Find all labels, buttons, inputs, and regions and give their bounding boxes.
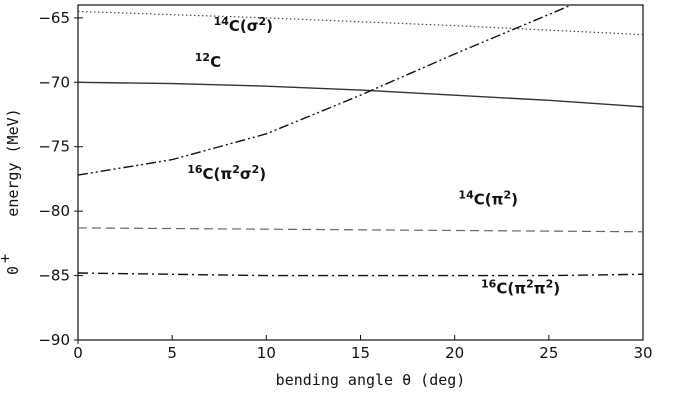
- x-tick-label: 20: [445, 344, 464, 362]
- annotation-part: 2: [232, 163, 240, 176]
- x-tick-label: 10: [257, 344, 276, 362]
- annotation-part: 2: [252, 163, 260, 176]
- annotation-part: 2: [526, 278, 534, 291]
- annotation-part: 16: [187, 163, 203, 176]
- series-annotation: 16C(π2π2): [481, 278, 560, 298]
- annotation-part: 14: [458, 189, 474, 202]
- annotation-part: ): [266, 17, 273, 35]
- annotation-part: ): [511, 191, 518, 209]
- series-line-3: [77, 4, 572, 176]
- annotation-part: C(σ: [229, 17, 259, 35]
- y-axis-label-prefix: 0: [4, 266, 22, 275]
- annotation-part: C(π: [474, 191, 504, 209]
- annotation-part: 2: [503, 189, 511, 202]
- x-tick-label: 15: [351, 344, 370, 362]
- y-tick-label: −65: [38, 9, 70, 27]
- x-axis-label: bending angle θ (deg): [276, 371, 466, 389]
- y-axis-label-superscript: +: [0, 254, 14, 263]
- annotation-part: C: [210, 53, 221, 71]
- annotation-part: C(π: [203, 165, 233, 183]
- x-tick-label: 0: [73, 344, 83, 362]
- annotation-part: 2: [258, 15, 266, 28]
- annotation-part: 2: [546, 278, 554, 291]
- annotation-part: 14: [214, 15, 230, 28]
- x-tick-label: 25: [539, 344, 558, 362]
- series-line-1: [77, 10, 644, 36]
- x-tick-label: 30: [633, 344, 652, 362]
- x-tick-label: 5: [167, 344, 177, 362]
- annotation-part: 16: [481, 278, 497, 291]
- y-tick-label: −70: [38, 73, 70, 91]
- series-annotation: 14C(π2): [458, 189, 518, 209]
- series-annotation: 12C: [195, 51, 221, 71]
- annotation-part: ): [553, 280, 560, 298]
- y-axis-label: energy (MeV): [4, 108, 22, 216]
- annotation-part: ): [259, 165, 266, 183]
- series-line-2: [77, 81, 644, 108]
- y-tick-label: −80: [38, 202, 70, 220]
- annotation-part: σ: [240, 165, 252, 183]
- y-axis-label-group: energy (MeV) 0 +: [0, 108, 22, 275]
- annotation-part: C(π: [496, 280, 526, 298]
- annotation-part: π: [534, 280, 546, 298]
- series-line-4: [77, 227, 644, 233]
- annotation-part: 12: [195, 51, 210, 64]
- y-tick-label: −75: [38, 138, 70, 156]
- y-tick-label: −85: [38, 267, 70, 285]
- y-tick-label: −90: [38, 331, 70, 349]
- series-line-5: [77, 272, 644, 277]
- series-annotation: 16C(π2σ2): [187, 163, 266, 183]
- series-layer: [77, 4, 644, 277]
- axes: 0 5 10 15 20 25 30 −90 −85 −80 −75 −70 −65: [38, 4, 653, 362]
- series-annotation: 14C(σ2): [214, 15, 273, 35]
